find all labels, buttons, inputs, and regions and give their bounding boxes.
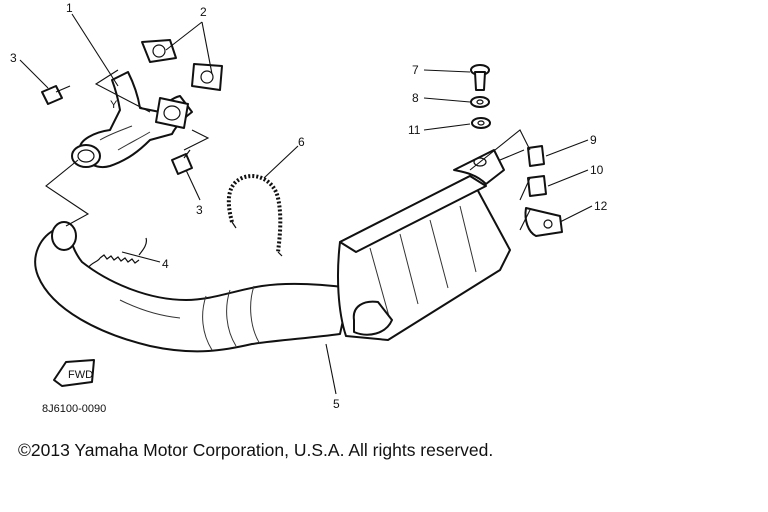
callout-7: 7 <box>412 63 419 77</box>
callout-1: 1 <box>66 1 73 15</box>
exhaust-spring <box>87 237 148 269</box>
flat-washer <box>471 117 491 129</box>
manifold-gasket-lower <box>191 63 223 91</box>
callout-leaders <box>19 13 593 395</box>
wire-band <box>226 174 283 257</box>
muffler-bracket <box>524 207 563 237</box>
callout-4: 4 <box>162 257 169 271</box>
svg-text:Y: Y <box>110 99 118 111</box>
exhaust-pipe <box>34 221 351 353</box>
callout-3-lower: 3 <box>196 203 203 217</box>
muffler <box>337 149 511 341</box>
callout-2: 2 <box>200 5 207 19</box>
manifold-gasket-upper <box>141 39 177 63</box>
callout-5: 5 <box>333 397 340 411</box>
flange-bolt-upper <box>41 85 71 105</box>
damper <box>527 145 545 167</box>
front-marker-label: FWD <box>68 369 93 381</box>
callout-10: 10 <box>590 163 604 177</box>
callout-12: 12 <box>594 199 608 213</box>
callout-9: 9 <box>590 133 597 147</box>
front-direction-marker: FWD <box>53 359 95 387</box>
callout-11: 11 <box>408 123 421 137</box>
callout-6: 6 <box>298 135 305 149</box>
exhaust-system-diagram: Y <box>10 1 608 415</box>
lock-washer <box>470 96 490 108</box>
copyright-notice: ©2013 Yamaha Motor Corporation, U.S.A. A… <box>18 440 494 460</box>
flange-bolt-lower <box>171 149 193 175</box>
manifold-port-flange <box>155 97 189 129</box>
mounting-bolt <box>470 64 490 91</box>
callout-8: 8 <box>412 91 419 105</box>
diagram-part-code: 8J6100-0090 <box>42 403 106 415</box>
callout-3-upper: 3 <box>10 51 17 65</box>
collar <box>527 175 547 197</box>
